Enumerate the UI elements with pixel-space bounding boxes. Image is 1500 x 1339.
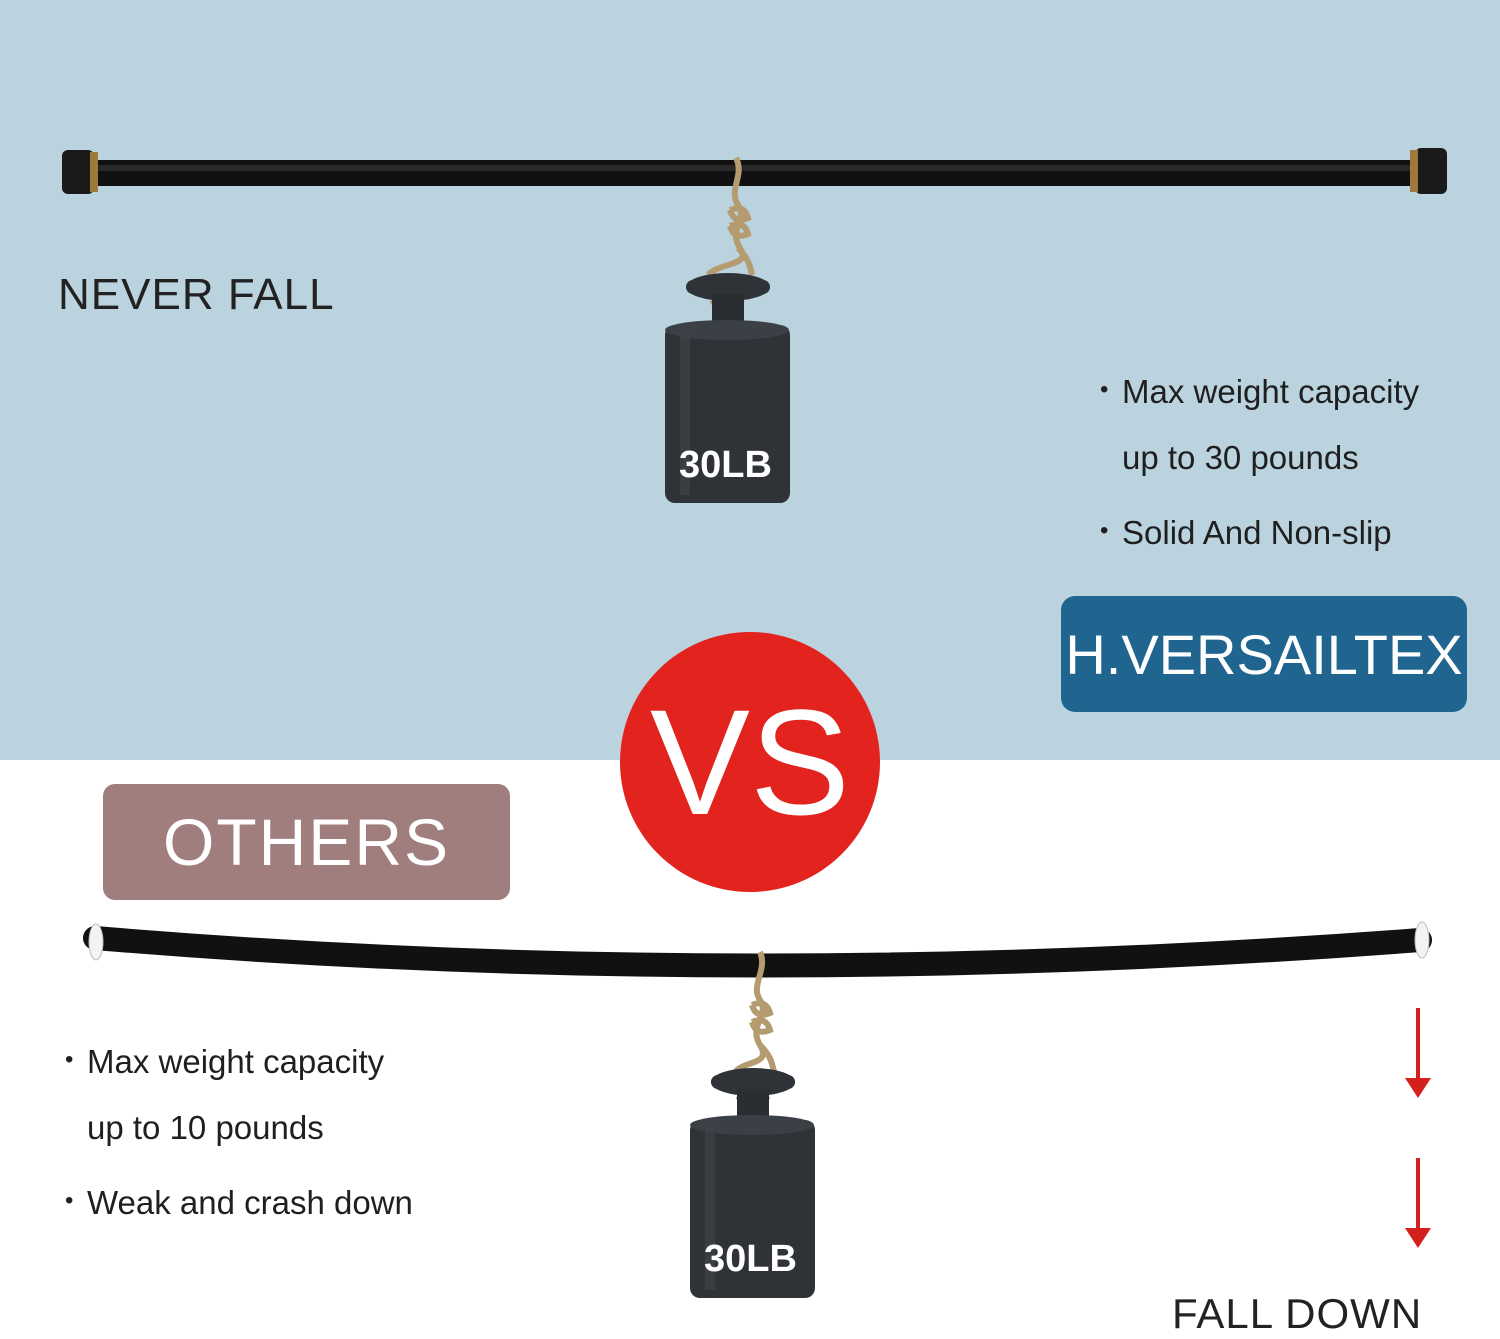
vs-badge: VS [620,632,880,892]
tension-rod-bottom [83,921,1432,978]
tension-rod-top [62,148,1447,194]
weight-top [665,273,790,503]
weight-bottom [690,1068,815,1298]
down-arrow-icon [1405,1008,1431,1098]
down-arrow-icon [1405,1158,1431,1248]
weight-label-top: 30LB [679,444,772,486]
bullet-continuation: up to 30 pounds [1122,439,1359,476]
bullet-item: Max weight capacity [65,1042,384,1082]
bullet-item: Weak and crash down [65,1183,413,1223]
never-fall-headline: NEVER FALL [58,270,335,319]
brand-badge: H.VERSAILTEX [1061,596,1467,712]
bullet-continuation: up to 10 pounds [87,1109,324,1146]
others-badge: OTHERS [103,784,510,900]
bullet-item: Solid And Non-slip [1100,513,1392,553]
fall-down-headline: FALL DOWN [1172,1290,1423,1337]
bullet-item: Max weight capacity [1100,372,1419,412]
weight-label-bottom: 30LB [704,1238,797,1280]
